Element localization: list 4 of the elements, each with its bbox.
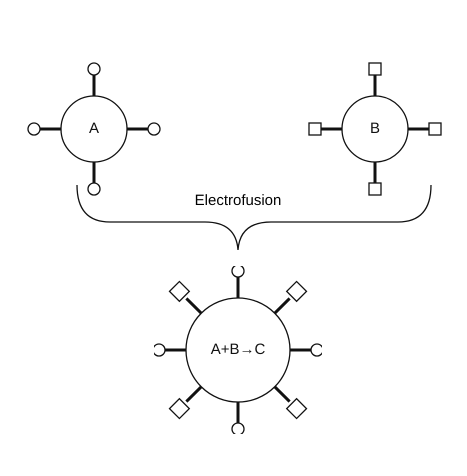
cell-label: A bbox=[89, 120, 99, 137]
cell-label: B bbox=[370, 120, 380, 137]
cell-label: A+B→C bbox=[210, 341, 266, 358]
process-label: Electrofusion bbox=[194, 192, 282, 209]
